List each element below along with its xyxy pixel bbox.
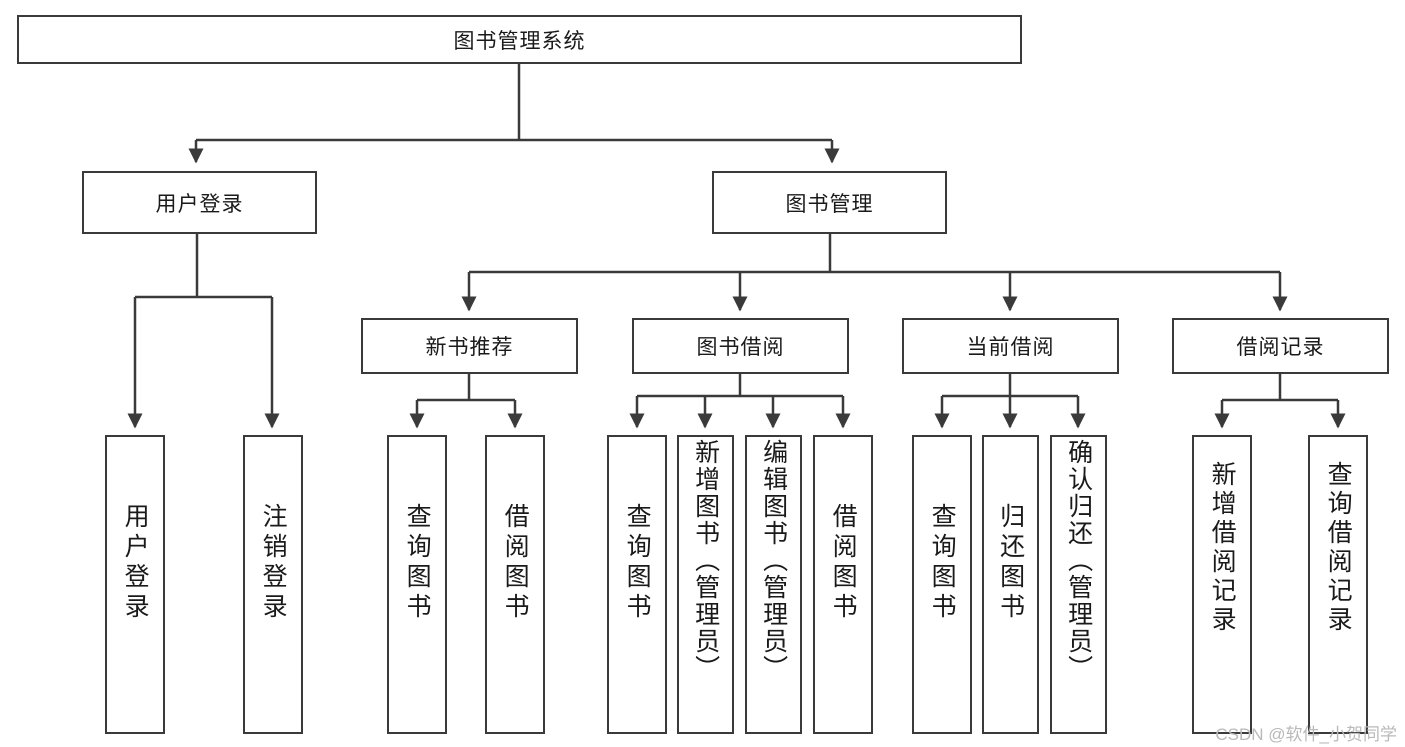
node-leaf-confirm-return-label: 确认归还（管理员） bbox=[1064, 439, 1093, 682]
node-leaf-query-book-1[interactable]: 查询图书 bbox=[387, 435, 447, 734]
node-leaf-query-record-label: 查询借阅记录 bbox=[1324, 461, 1353, 635]
node-leaf-add-record-label: 新增借阅记录 bbox=[1208, 461, 1237, 635]
node-leaf-query-book-2[interactable]: 查询图书 bbox=[607, 435, 667, 734]
node-leaf-return-book-label: 归还图书 bbox=[996, 503, 1025, 623]
node-leaf-add-book-label: 新增图书（管理员） bbox=[691, 439, 720, 682]
node-leaf-logout[interactable]: 注销登录 bbox=[243, 435, 303, 734]
node-leaf-borrow-book-2[interactable]: 借阅图书 bbox=[813, 435, 873, 734]
node-leaf-add-record[interactable]: 新增借阅记录 bbox=[1192, 435, 1252, 734]
node-leaf-query-book-2-label: 查询图书 bbox=[623, 503, 652, 623]
node-leaf-borrow-book-1[interactable]: 借阅图书 bbox=[485, 435, 545, 734]
node-leaf-return-book[interactable]: 归还图书 bbox=[982, 435, 1039, 734]
node-leaf-confirm-return[interactable]: 确认归还（管理员） bbox=[1050, 435, 1107, 734]
node-leaf-edit-book-label: 编辑图书（管理员） bbox=[759, 439, 788, 682]
node-root-label: 图书管理系统 bbox=[453, 29, 586, 53]
node-book-management[interactable]: 图书管理 bbox=[712, 171, 947, 234]
node-leaf-edit-book[interactable]: 编辑图书（管理员） bbox=[745, 435, 802, 734]
node-current-borrow-label: 当前借阅 bbox=[966, 336, 1055, 359]
node-leaf-query-record[interactable]: 查询借阅记录 bbox=[1308, 435, 1368, 734]
node-user-login[interactable]: 用户登录 bbox=[82, 171, 317, 234]
node-user-login-label: 用户登录 bbox=[155, 192, 244, 216]
node-leaf-borrow-book-2-label: 借阅图书 bbox=[829, 503, 858, 623]
node-leaf-query-book-1-label: 查询图书 bbox=[403, 503, 432, 623]
node-leaf-add-book[interactable]: 新增图书（管理员） bbox=[677, 435, 734, 734]
node-book-borrow[interactable]: 图书借阅 bbox=[632, 318, 849, 374]
node-borrow-record-label: 借阅记录 bbox=[1236, 336, 1325, 359]
node-root[interactable]: 图书管理系统 bbox=[17, 15, 1022, 64]
node-leaf-borrow-book-1-label: 借阅图书 bbox=[501, 503, 530, 623]
node-book-borrow-label: 图书借阅 bbox=[696, 336, 785, 359]
node-current-borrow[interactable]: 当前借阅 bbox=[902, 318, 1119, 374]
node-leaf-query-book-3-label: 查询图书 bbox=[928, 503, 957, 623]
node-leaf-query-book-3[interactable]: 查询图书 bbox=[912, 435, 972, 734]
node-new-book-recommend-label: 新书推荐 bbox=[425, 336, 514, 359]
node-leaf-user-login-label: 用户登录 bbox=[121, 503, 150, 623]
node-book-management-label: 图书管理 bbox=[785, 192, 874, 216]
node-leaf-logout-label: 注销登录 bbox=[259, 503, 288, 623]
node-borrow-record[interactable]: 借阅记录 bbox=[1172, 318, 1389, 374]
node-leaf-user-login[interactable]: 用户登录 bbox=[105, 435, 165, 734]
node-new-book-recommend[interactable]: 新书推荐 bbox=[361, 318, 578, 374]
